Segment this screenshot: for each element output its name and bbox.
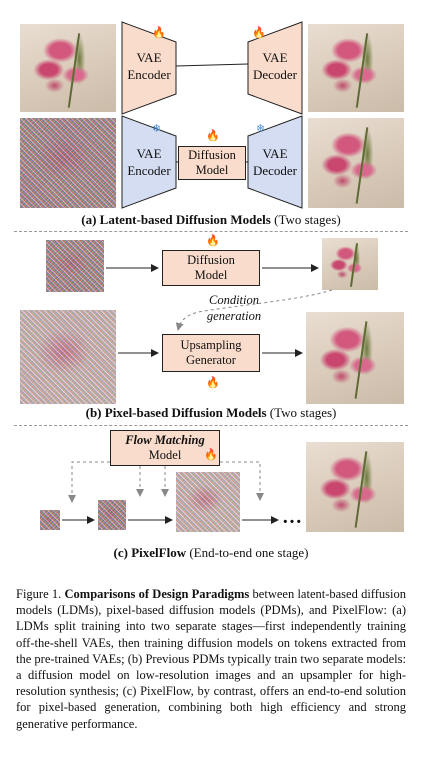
- snowflake-icon: ❄: [256, 123, 266, 135]
- lowres-output-image-b: [322, 238, 378, 290]
- caption-section-a: (a) Latent-based Diffusion Models (Two s…: [0, 212, 422, 228]
- figure-body: between latent-based diffusion models (L…: [16, 587, 406, 731]
- vae-encoder-top-shape: [121, 21, 177, 115]
- noisy-lowres-input-b: [46, 240, 104, 292]
- flow-matching-label: Flow Matching: [125, 433, 205, 447]
- dashed-arrow-icon: [220, 461, 264, 501]
- fire-icon: 🔥: [152, 27, 166, 39]
- stage-3-image: [176, 472, 240, 532]
- caption-c-rest: (End-to-end one stage): [186, 545, 309, 560]
- vae-encoder-bottom-shape: [121, 115, 177, 209]
- caption-c-bold: (c) PixelFlow: [113, 545, 187, 560]
- clean-output-image-a-top: [308, 24, 404, 112]
- vae-encoder-top-label: VAE Encoder: [127, 50, 171, 82]
- flow-matching-model-box: Flow Matching Model: [110, 430, 220, 466]
- caption-section-b: (b) Pixel-based Diffusion Models (Two st…: [0, 405, 422, 421]
- condition-generation-label: Condition generation: [206, 293, 262, 323]
- vae-decoder-bottom-label: VAE Decoder: [252, 146, 298, 178]
- vae-decoder-bottom-shape: [247, 115, 303, 209]
- fire-icon: 🔥: [206, 377, 220, 389]
- fire-icon: 🔥: [206, 235, 220, 247]
- stage-2-image: [98, 500, 126, 530]
- caption-b-rest: (Two stages): [266, 405, 337, 420]
- noisy-highres-input-b: [20, 310, 116, 404]
- final-output-image-c: [306, 442, 404, 532]
- stage-1-image: [40, 510, 60, 530]
- separator-a-b: [14, 231, 408, 232]
- vae-decoder-top-label: VAE Decoder: [252, 50, 298, 82]
- diffusion-model-box-a: Diffusion Model: [178, 146, 246, 180]
- latent-connector-line: [175, 63, 249, 67]
- fire-icon: 🔥: [204, 449, 218, 461]
- ellipsis-label: …: [282, 506, 302, 528]
- fire-icon: 🔥: [206, 130, 220, 142]
- highres-output-image-b: [306, 312, 404, 404]
- caption-section-c: (c) PixelFlow (End-to-end one stage): [0, 545, 422, 561]
- figure-label: Figure 1.: [16, 587, 62, 601]
- figure-bold-title: Comparisons of Design Paradigms: [64, 587, 250, 601]
- fire-icon: 🔥: [252, 27, 266, 39]
- dashed-arrow-icon: [68, 461, 110, 503]
- caption-a-rest: (Two stages): [270, 212, 341, 227]
- model-label: Model: [148, 448, 182, 462]
- clean-input-image-a: [20, 24, 116, 112]
- snowflake-icon: ❄: [152, 123, 162, 135]
- caption-a-bold: (a) Latent-based Diffusion Models: [81, 212, 271, 227]
- clean-output-image-a-bottom: [308, 118, 404, 208]
- figure-caption: Figure 1. Comparisons of Design Paradigm…: [16, 586, 406, 732]
- vae-encoder-bottom-label: VAE Encoder: [127, 146, 171, 178]
- caption-b-bold: (b) Pixel-based Diffusion Models: [85, 405, 267, 420]
- upsampling-generator-box: Upsampling Generator: [162, 334, 260, 372]
- noisy-input-image-a: [20, 118, 116, 208]
- separator-b-c: [14, 425, 408, 426]
- vae-decoder-top-shape: [247, 21, 303, 115]
- diffusion-model-box-b: Diffusion Model: [162, 250, 260, 286]
